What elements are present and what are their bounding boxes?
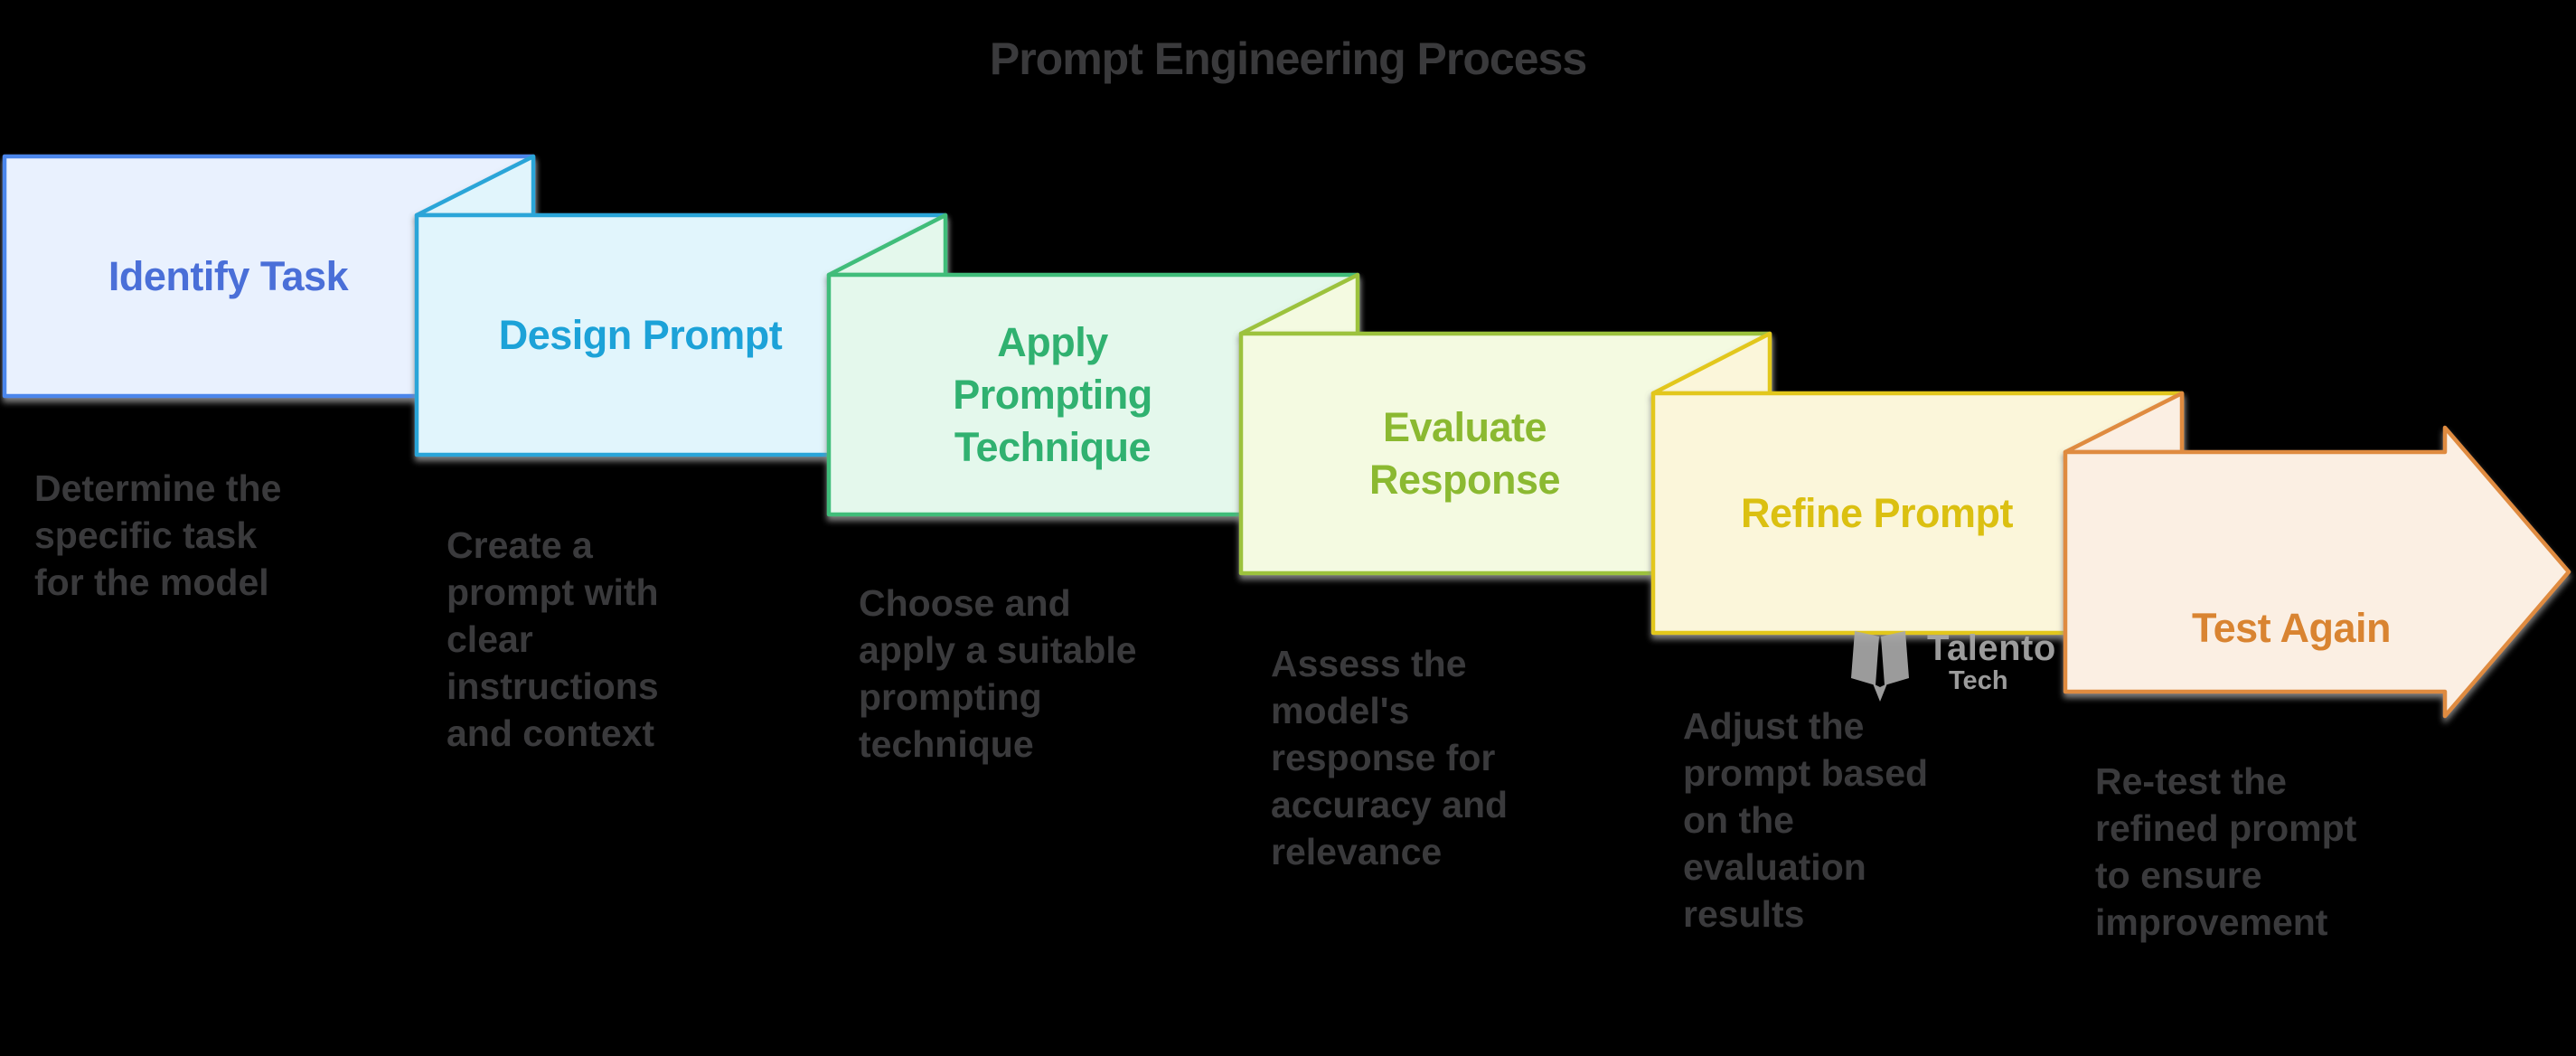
watermark: Talento Tech bbox=[1846, 629, 2056, 703]
open-book-icon bbox=[1851, 631, 1909, 702]
watermark-subtext: Tech bbox=[1949, 666, 2008, 695]
diagram-title: Prompt Engineering Process bbox=[989, 33, 1587, 84]
arrow-step-shape bbox=[2063, 425, 2571, 719]
watermark-text: Talento bbox=[1927, 628, 2056, 668]
